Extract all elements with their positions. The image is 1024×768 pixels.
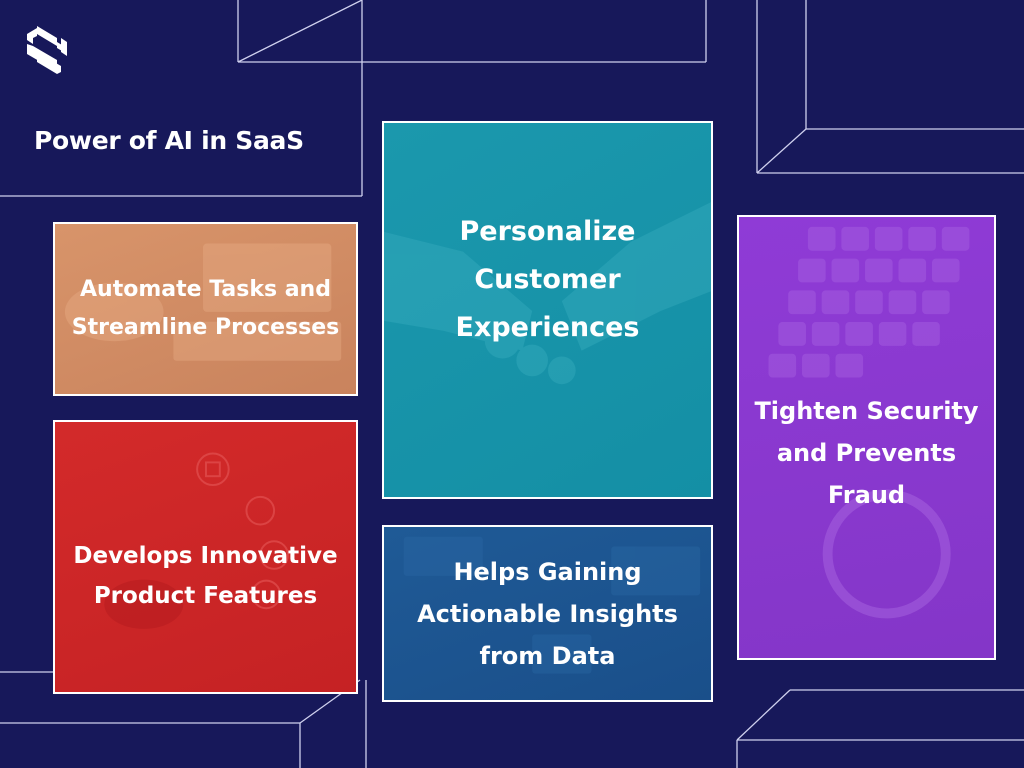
data-analysis-image xyxy=(403,536,701,674)
card-label: Personalize Customer Experiences xyxy=(455,215,640,344)
page-title: Power of AI in SaaS xyxy=(34,126,304,155)
card-label: Helps Gaining Actionable Insights from D… xyxy=(417,557,678,670)
card-label: Tighten Security and Prevents Fraud xyxy=(754,396,979,509)
card-tighten-security: Tighten Security and Prevents Fraud xyxy=(737,215,996,660)
card-actionable-insights: Helps Gaining Actionable Insights from D… xyxy=(382,525,713,702)
brand-s-logo-icon xyxy=(27,26,67,74)
laptop-typing-image xyxy=(64,243,342,361)
card-personalize-experiences: Personalize Customer Experiences xyxy=(382,121,713,499)
card-automate-tasks: Automate Tasks and Streamline Processes xyxy=(53,222,358,396)
card-label: Automate Tasks and Streamline Processes xyxy=(71,276,340,341)
keyboard-handcuffs-image xyxy=(768,226,970,619)
card-label: Develops Innovative Product Features xyxy=(73,542,338,609)
tech-icons-image xyxy=(104,452,289,629)
robot-handshake-image xyxy=(384,202,711,385)
card-innovative-features: Develops Innovative Product Features xyxy=(53,420,358,694)
